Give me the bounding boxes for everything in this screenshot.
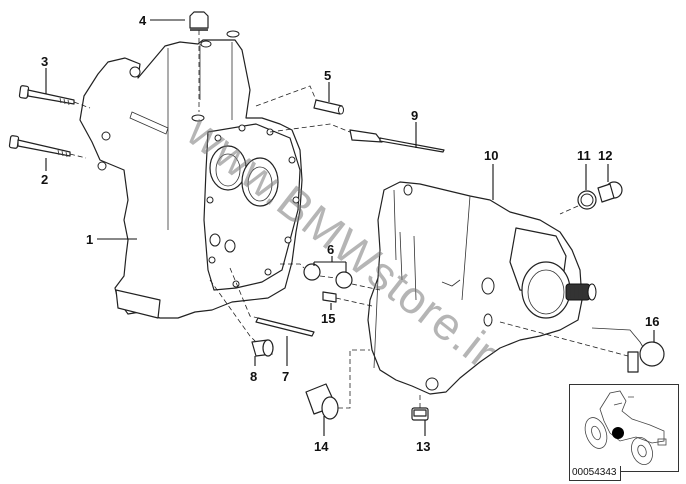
part-14-bushing[interactable] bbox=[305, 383, 339, 420]
diagram-id-label: 00054343 bbox=[569, 466, 621, 481]
part-8-sleeve[interactable] bbox=[251, 339, 274, 357]
part-4-breather-cap[interactable] bbox=[189, 11, 209, 31]
motorcycle-icon bbox=[584, 390, 667, 465]
part-1-front-housing[interactable] bbox=[79, 30, 303, 319]
callout-4[interactable]: 4 bbox=[139, 13, 147, 28]
callout-3[interactable]: 3 bbox=[41, 54, 48, 69]
callout-7[interactable]: 7 bbox=[282, 369, 289, 384]
callout-13[interactable]: 13 bbox=[416, 439, 430, 454]
callout-1[interactable]: 1 bbox=[86, 232, 93, 247]
callout-10[interactable]: 10 bbox=[484, 148, 498, 163]
part-5-dowel-pin[interactable] bbox=[313, 99, 344, 115]
part-6-dowel-sleeves[interactable] bbox=[303, 263, 353, 289]
part-7-pin[interactable] bbox=[255, 317, 315, 337]
part-16-sensor[interactable] bbox=[591, 327, 665, 373]
callout-12[interactable]: 12 bbox=[598, 148, 612, 163]
part-2-long-bolt[interactable] bbox=[8, 135, 71, 158]
part-12-screw-plug[interactable] bbox=[597, 181, 623, 203]
callout-numbers: 1 2 3 4 5 6 7 8 9 10 11 12 13 14 15 16 bbox=[41, 13, 659, 454]
callout-2[interactable]: 2 bbox=[41, 172, 48, 187]
callout-15[interactable]: 15 bbox=[321, 311, 335, 326]
callout-16[interactable]: 16 bbox=[645, 314, 659, 329]
location-inset bbox=[569, 384, 679, 472]
callout-leaders bbox=[45, 19, 655, 436]
part-11-sealing-ring[interactable] bbox=[577, 190, 597, 210]
assembly-lines bbox=[69, 30, 629, 409]
location-marker bbox=[612, 427, 624, 439]
callout-11[interactable]: 11 bbox=[577, 148, 591, 163]
part-10-rear-housing[interactable] bbox=[367, 181, 597, 395]
callout-6[interactable]: 6 bbox=[327, 242, 334, 257]
part-15-short-pin[interactable] bbox=[322, 291, 337, 303]
callout-9[interactable]: 9 bbox=[411, 108, 418, 123]
callout-5[interactable]: 5 bbox=[324, 68, 331, 83]
callout-14[interactable]: 14 bbox=[314, 439, 329, 454]
part-13-drain-plug[interactable] bbox=[411, 407, 429, 421]
part-9-spring-clip[interactable] bbox=[349, 129, 445, 153]
callout-8[interactable]: 8 bbox=[250, 369, 257, 384]
part-3-bolt[interactable] bbox=[18, 85, 75, 106]
